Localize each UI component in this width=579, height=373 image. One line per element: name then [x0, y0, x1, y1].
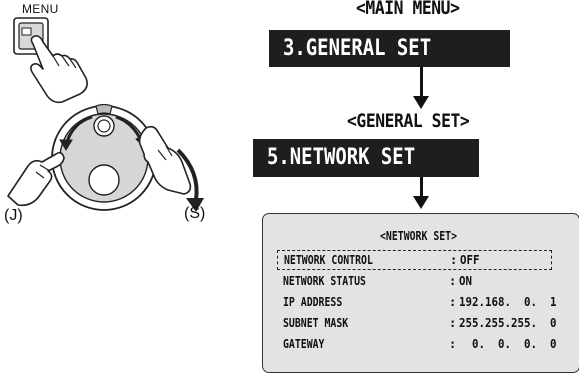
hand-jog-icon [7, 151, 65, 207]
menu-item-label: 3.GENERAL SET [283, 36, 432, 61]
separator: : [449, 295, 457, 309]
setting-value: OFF [460, 253, 480, 267]
main-menu-title: <MAIN MENU> [356, 0, 460, 19]
setting-label: IP ADDRESS [283, 295, 343, 309]
setting-row-network-control[interactable]: NETWORK CONTROL : OFF [277, 250, 552, 270]
separator: : [449, 337, 457, 351]
down-arrow-icon [413, 96, 429, 109]
menu-item-network-set[interactable]: 5.NETWORK SET [253, 139, 479, 177]
jog-direction-label: (J) [4, 207, 23, 224]
shuttle-arrow-icon [176, 148, 204, 212]
network-set-title: <NETWORK SET> [380, 229, 458, 243]
down-arrow-icon [413, 196, 429, 209]
separator: : [450, 253, 458, 267]
setting-row-subnet-mask[interactable]: SUBNET MASK : 255.255.255. 0 [283, 316, 573, 334]
flow-arrow-shaft [420, 177, 423, 197]
setting-label: GATEWAY [283, 337, 325, 351]
setting-value: 255.255.255. 0 [459, 316, 557, 330]
menu-button-label: MENU [22, 2, 59, 16]
setting-row-gateway[interactable]: GATEWAY : 0. 0. 0. 0 [283, 337, 573, 355]
rotate-left-arrow-icon [59, 115, 93, 151]
setting-label: SUBNET MASK [283, 316, 349, 330]
jog-shuttle-dial[interactable] [51, 103, 157, 211]
flow-arrow-shaft [420, 67, 423, 97]
setting-label: NETWORK CONTROL [284, 253, 373, 267]
setting-value: 192.168. 0. 1 [459, 295, 557, 309]
shuttle-direction-label: (S) [184, 205, 206, 222]
device-controls-illustration [7, 17, 204, 212]
setting-row-ip-address[interactable]: IP ADDRESS : 192.168. 0. 1 [283, 295, 573, 313]
setting-row-network-status[interactable]: NETWORK STATUS : ON [283, 274, 573, 292]
hand-shuttle-icon [138, 125, 192, 195]
menu-item-general-set[interactable]: 3.GENERAL SET [269, 30, 510, 67]
separator: : [449, 274, 457, 288]
general-set-title: <GENERAL SET> [347, 110, 470, 132]
setting-label: NETWORK STATUS [283, 274, 366, 288]
separator: : [449, 316, 457, 330]
hand-press-icon [30, 35, 88, 104]
setting-value: ON [459, 274, 473, 288]
menu-item-label: 5.NETWORK SET [267, 145, 416, 170]
setting-value: 0. 0. 0. 0 [459, 337, 557, 351]
